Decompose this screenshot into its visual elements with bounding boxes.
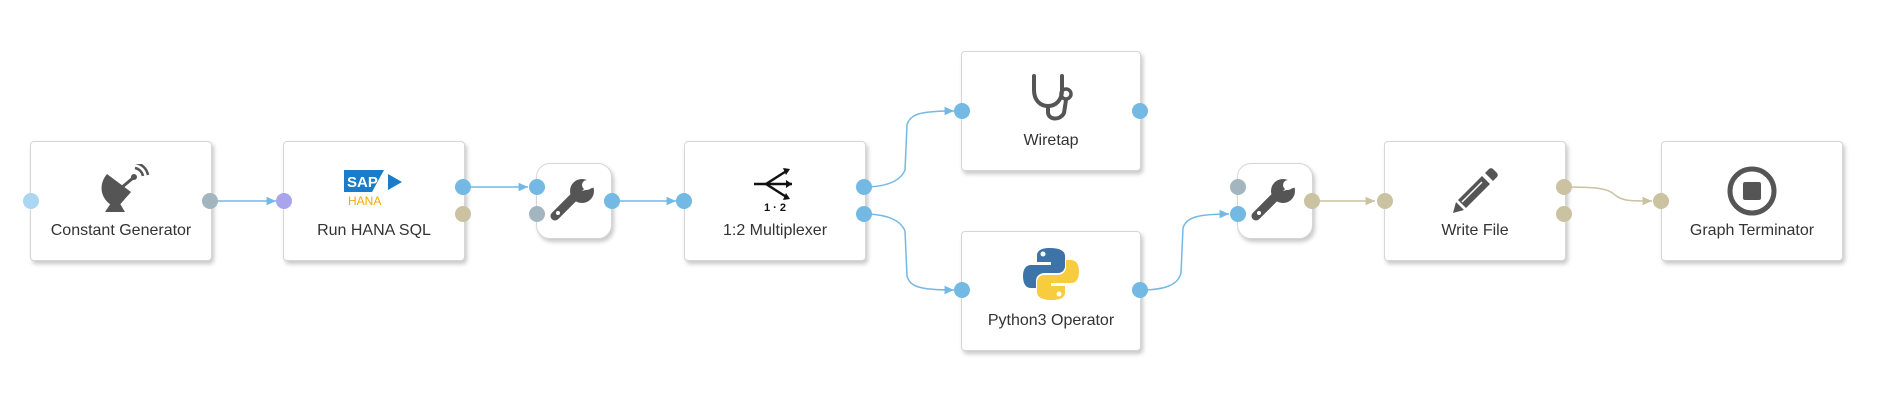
graph-terminator-input-port[interactable] <box>1653 193 1669 209</box>
node-graph-terminator[interactable]: Graph Terminator <box>1661 141 1843 261</box>
node-constant-generator[interactable]: Constant Generator <box>30 141 212 261</box>
node-label: Run HANA SQL <box>317 222 431 239</box>
node-run-hana-sql[interactable]: SAP HANA Run HANA SQL <box>283 141 465 261</box>
node-label: Wiretap <box>1023 132 1079 149</box>
wiretap-input-port[interactable] <box>954 103 970 119</box>
multiplexer-output-port-2[interactable] <box>856 206 872 222</box>
node-label: 1:2 Multiplexer <box>722 222 828 239</box>
wiretap-output-port[interactable] <box>1132 103 1148 119</box>
converter-2-input-port-1[interactable] <box>1230 179 1246 195</box>
node-write-file[interactable]: Write File <box>1384 141 1566 261</box>
python-input-port[interactable] <box>954 282 970 298</box>
converter-1-input-port-1[interactable] <box>529 179 545 195</box>
wrench-icon <box>550 176 599 221</box>
converter-2-output-port[interactable] <box>1304 193 1320 209</box>
write-file-input-port[interactable] <box>1377 193 1393 209</box>
pencil-icon <box>1385 166 1565 216</box>
node-label: Graph Terminator <box>1689 222 1815 239</box>
stethoscope-icon <box>962 72 1140 124</box>
stop-circle-icon <box>1662 166 1842 216</box>
node-converter-1[interactable] <box>536 163 612 239</box>
edge-writefile-to-terminator[interactable] <box>1562 186 1653 206</box>
edge-multiplexer-to-wiretap[interactable] <box>862 106 955 188</box>
converter-1-output-port[interactable] <box>604 193 620 209</box>
converter-2-input-port-2[interactable] <box>1230 206 1246 222</box>
wrench-icon <box>1251 176 1300 221</box>
node-python3-operator[interactable]: Python3 Operator <box>961 231 1141 351</box>
node-label: Python3 Operator <box>987 312 1115 329</box>
edge-multiplexer-to-python[interactable] <box>862 213 955 295</box>
split-arrows-icon: 1 · 2 <box>685 166 865 212</box>
node-converter-2[interactable] <box>1237 163 1313 239</box>
constant-generator-output-port[interactable] <box>202 193 218 209</box>
multiplexer-input-port[interactable] <box>676 193 692 209</box>
hana-input-port[interactable] <box>276 193 292 209</box>
hana-output-port-2[interactable] <box>455 206 471 222</box>
node-multiplexer[interactable]: 1 · 2 1:2 Multiplexer <box>684 141 866 261</box>
node-label: Write File <box>1441 222 1509 239</box>
converter-1-input-port-2[interactable] <box>529 206 545 222</box>
node-wiretap[interactable]: Wiretap <box>961 51 1141 171</box>
python-logo <box>962 246 1140 302</box>
multiplexer-badge: 1 · 2 <box>764 202 786 212</box>
constant-generator-input-port[interactable] <box>23 193 39 209</box>
sap-logo-text: SAP <box>347 174 378 191</box>
write-file-output-port-1[interactable] <box>1556 179 1572 195</box>
satellite-dish-icon <box>31 164 211 218</box>
sap-hana-logo: SAP HANA <box>284 170 464 208</box>
hana-output-port-1[interactable] <box>455 179 471 195</box>
node-label: Constant Generator <box>50 222 192 239</box>
write-file-output-port-2[interactable] <box>1556 206 1572 222</box>
hana-logo-text: HANA <box>348 194 381 208</box>
multiplexer-output-port-1[interactable] <box>856 179 872 195</box>
edge-python-to-converter[interactable] <box>1139 209 1230 291</box>
python-output-port[interactable] <box>1132 282 1148 298</box>
